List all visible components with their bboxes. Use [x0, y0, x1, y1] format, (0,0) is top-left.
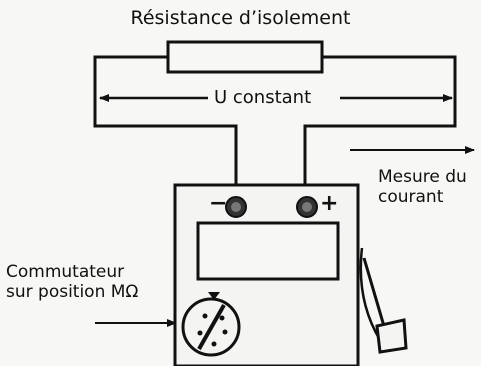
switch-label-line2: sur position MΩ: [6, 281, 139, 302]
voltage-label: U constant: [208, 87, 318, 109]
negative-sign: −: [209, 191, 228, 216]
resistance-title: Résistance d’isolement: [130, 7, 351, 29]
meter-display: [196, 221, 340, 281]
rotary-switch-icon: [181, 292, 241, 357]
switch-position-label: Commutateur sur position MΩ: [6, 262, 139, 302]
hand-crank-icon: [359, 247, 408, 354]
positive-sign: +: [320, 191, 339, 216]
negative-terminal-icon: [225, 196, 247, 218]
insulation-resistor: [166, 40, 324, 74]
switch-label-line1: Commutateur: [6, 262, 125, 282]
current-measurement-label: Mesure du courant: [378, 167, 467, 207]
circuit-wire: [93, 55, 457, 192]
positive-terminal-icon: [296, 196, 318, 218]
current-label-line2: courant: [378, 186, 444, 207]
current-label-line1: Mesure du: [378, 167, 467, 187]
